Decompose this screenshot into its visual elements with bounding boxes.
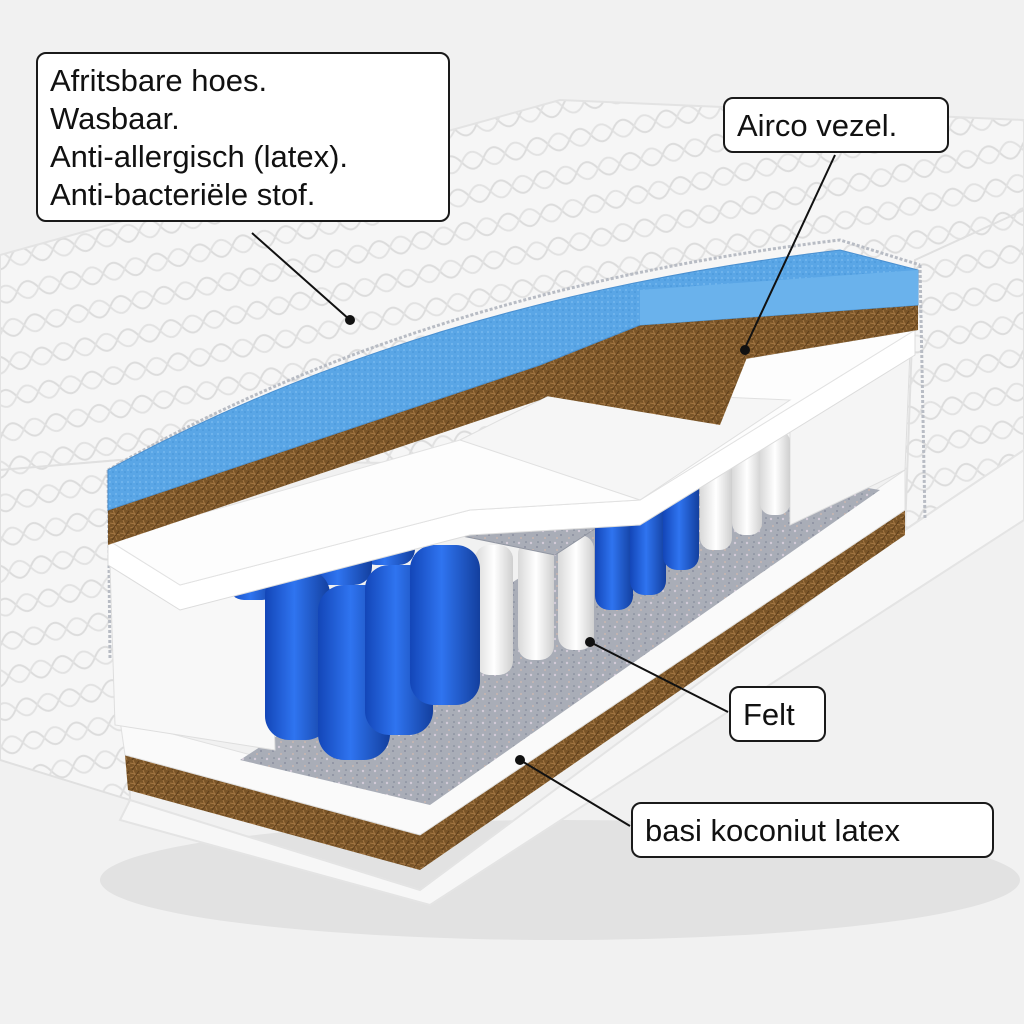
leader-lines	[251, 154, 836, 827]
callout-felt-text: Felt	[743, 697, 795, 732]
callout-cover-line-3: Anti-allergisch (latex).	[50, 139, 349, 174]
callout-felt: Felt	[729, 686, 826, 742]
callout-base-text: basi koconiut latex	[645, 813, 901, 848]
leader-dots	[345, 315, 750, 765]
callout-airco-fiber: Airco vezel.	[723, 97, 949, 153]
callout-cover-line-1: Afritsbare hoes.	[50, 63, 268, 98]
leader-base	[519, 759, 631, 827]
bottom-coconut-layer	[125, 510, 905, 870]
zipper-right	[918, 264, 927, 521]
mattress-cover-bottom-lip	[118, 448, 1024, 907]
callout-cover-line-4: Anti-bacteriële stof.	[50, 177, 316, 212]
callout-base-layer: basi koconiut latex	[631, 802, 994, 858]
coconut-fiber-step	[540, 305, 918, 425]
leader-airco	[744, 154, 836, 349]
white-pocket-springs	[475, 430, 790, 675]
leader-felt	[589, 641, 729, 713]
leader-cover	[251, 232, 351, 321]
zipper-top	[107, 238, 921, 472]
callout-airco-text: Airco vezel.	[737, 108, 898, 143]
callout-cover-features: Afritsbare hoes. Wasbaar. Anti-allergisc…	[36, 52, 450, 222]
mattress-cover-side-right	[903, 208, 1024, 532]
callout-cover-line-2: Wasbaar.	[50, 101, 180, 136]
memory-foam-step	[640, 270, 918, 325]
